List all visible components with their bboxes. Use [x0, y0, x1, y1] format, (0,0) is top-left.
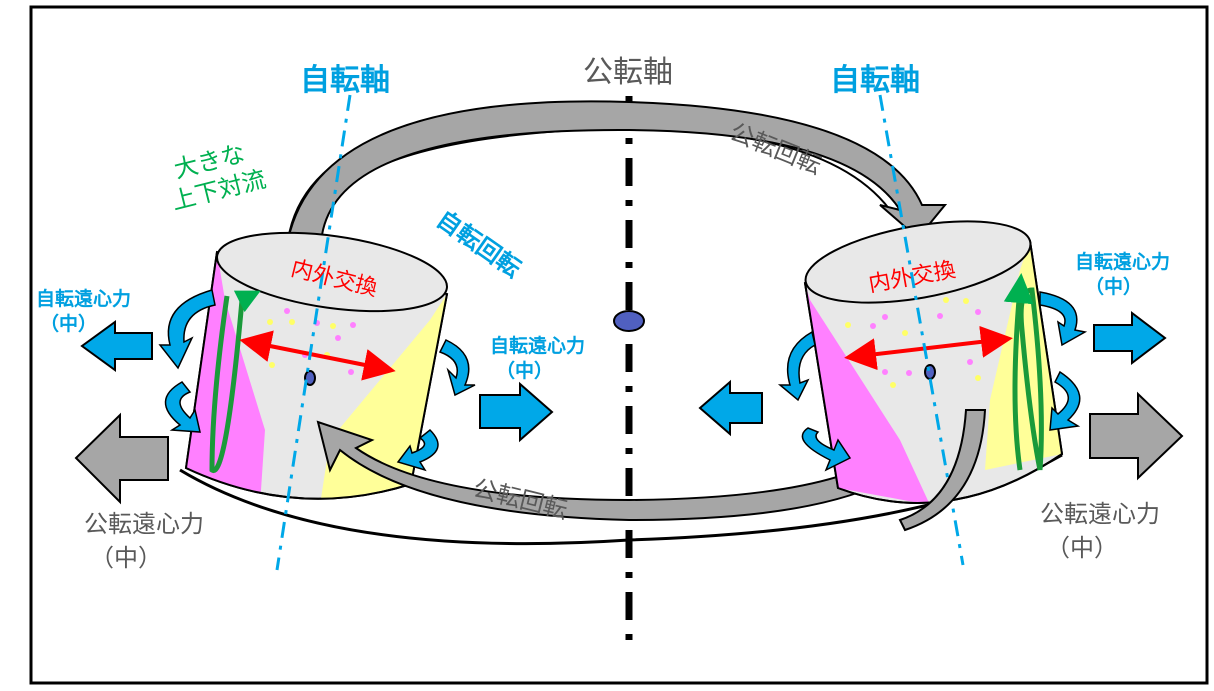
revolution-arrow-right: [898, 409, 987, 532]
left-outer-rot-arrow: [80, 320, 153, 372]
rot-centrifugal-mid-sub: （中）: [496, 359, 553, 382]
left-exchange-arrow: [239, 330, 396, 381]
rev-centrifugal-right: 公転遠心力: [1040, 500, 1160, 528]
right-outer-rot-arrow: [1093, 310, 1167, 366]
revolution-axis: [613, 96, 645, 650]
right-rotation-arrows: [777, 291, 1088, 472]
left-rotation-axis-label: 自転軸: [300, 63, 390, 98]
left-rotation-arrows: [158, 289, 476, 472]
left-inner-rot-arrow: [479, 381, 554, 443]
rot-centrifugal-right: 自転遠心力: [1075, 250, 1170, 273]
rev-centrifugal-left: 公転遠心力: [84, 510, 204, 538]
revolution-pivot: [613, 310, 645, 332]
right-inner-rot-arrow: [698, 379, 763, 437]
rot-centrifugal-right-sub: （中）: [1085, 275, 1142, 298]
right-rev-centrifugal-arrow: [1089, 391, 1184, 481]
rev-centrifugal-right-sub: （中）: [1046, 534, 1118, 562]
rot-centrifugal-left: 自転遠心力: [36, 287, 131, 310]
right-exchange-arrow: [844, 325, 1013, 371]
left-rev-centrifugal-arrow: [74, 412, 169, 505]
rot-centrifugal-left-sub: （中）: [40, 312, 97, 335]
revolution-arrow-left: [316, 409, 947, 522]
rev-centrifugal-left-sub: （中）: [90, 544, 162, 572]
revolution-axis-label: 公転軸: [583, 55, 673, 90]
left-container: [184, 231, 449, 500]
revolution-orbit-top: [286, 100, 948, 242]
rot-centrifugal-mid: 自転遠心力: [490, 334, 585, 357]
right-rotation-axis-label: 自転軸: [830, 63, 920, 98]
left-rotation-axis: [275, 94, 352, 571]
